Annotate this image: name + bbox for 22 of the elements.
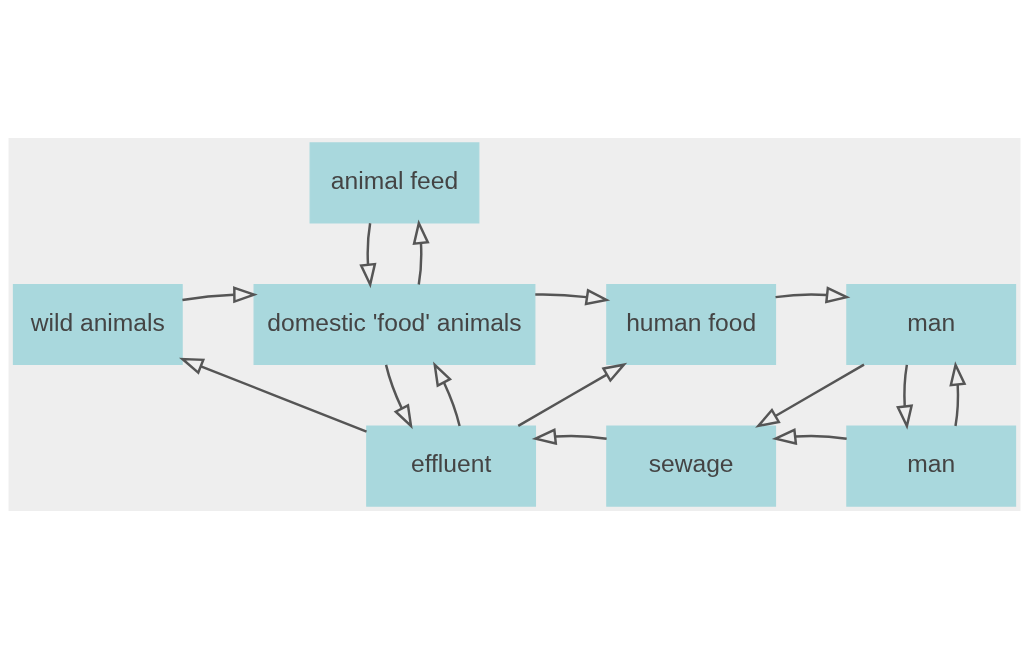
arrow xyxy=(775,286,851,304)
arrow xyxy=(384,364,413,430)
arrow xyxy=(771,427,847,446)
arrow xyxy=(517,362,628,427)
node-box: human food xyxy=(606,283,777,366)
node-box: man xyxy=(846,283,1017,366)
arrow xyxy=(949,361,967,427)
node-box: wild animals xyxy=(12,283,183,366)
arrow xyxy=(433,361,461,427)
arrow xyxy=(412,219,430,285)
node-box: animal feed xyxy=(309,142,480,224)
arrow xyxy=(896,364,914,430)
arrow xyxy=(531,427,607,446)
arrow xyxy=(182,286,258,304)
arrow xyxy=(359,223,377,289)
arrow xyxy=(178,357,367,433)
arrow xyxy=(755,363,865,428)
arrow xyxy=(535,288,611,306)
node-box: man xyxy=(846,425,1017,507)
node-box: sewage xyxy=(606,425,777,507)
node-box: effluent xyxy=(366,425,537,507)
node-box: domestic 'food' animals xyxy=(253,283,536,366)
